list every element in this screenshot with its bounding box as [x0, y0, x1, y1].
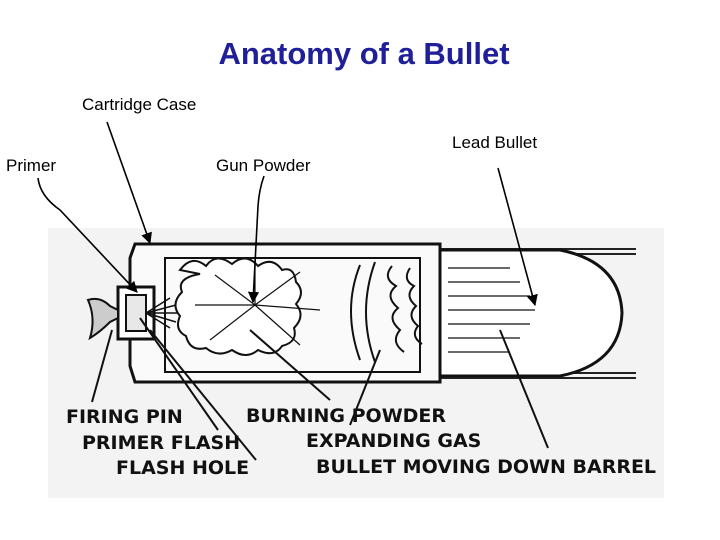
- label-arrows: [37, 121, 538, 307]
- caption-leaders: [91, 317, 549, 461]
- bullet-motion-lines: [448, 267, 535, 353]
- cartridge-case-arrow: [106, 121, 152, 245]
- lead-bullet-arrow: [497, 167, 538, 307]
- gun-powder-arrow: [247, 175, 265, 304]
- firing-pin: [86, 297, 119, 341]
- case-inner-wall: [164, 257, 421, 373]
- bullet-moving-caption: BULLET MOVING DOWN BARREL: [316, 456, 656, 478]
- cartridge-case-label: Cartridge Case: [82, 95, 197, 114]
- firing-pin-caption: FIRING PIN: [66, 406, 183, 428]
- lead-bullet-label: Lead Bullet: [452, 133, 538, 152]
- burning-powder: [174, 257, 302, 356]
- expanding-gas: [350, 261, 423, 363]
- gun-powder-label: Gun Powder: [216, 156, 311, 175]
- page-title: Anatomy of a Bullet: [218, 36, 510, 71]
- primer-flash-caption: PRIMER FLASH: [82, 432, 240, 454]
- primer-flash-rays: [145, 297, 178, 329]
- primer-arrow: [37, 177, 138, 293]
- primer-pocket: [125, 294, 147, 332]
- flash-hole-caption: FLASH HOLE: [116, 457, 249, 479]
- primer-label: Primer: [6, 156, 57, 175]
- lead-bullet: [438, 248, 624, 378]
- expanding-gas-caption: EXPANDING GAS: [306, 430, 481, 452]
- burning-powder-caption: BURNING POWDER: [246, 405, 446, 427]
